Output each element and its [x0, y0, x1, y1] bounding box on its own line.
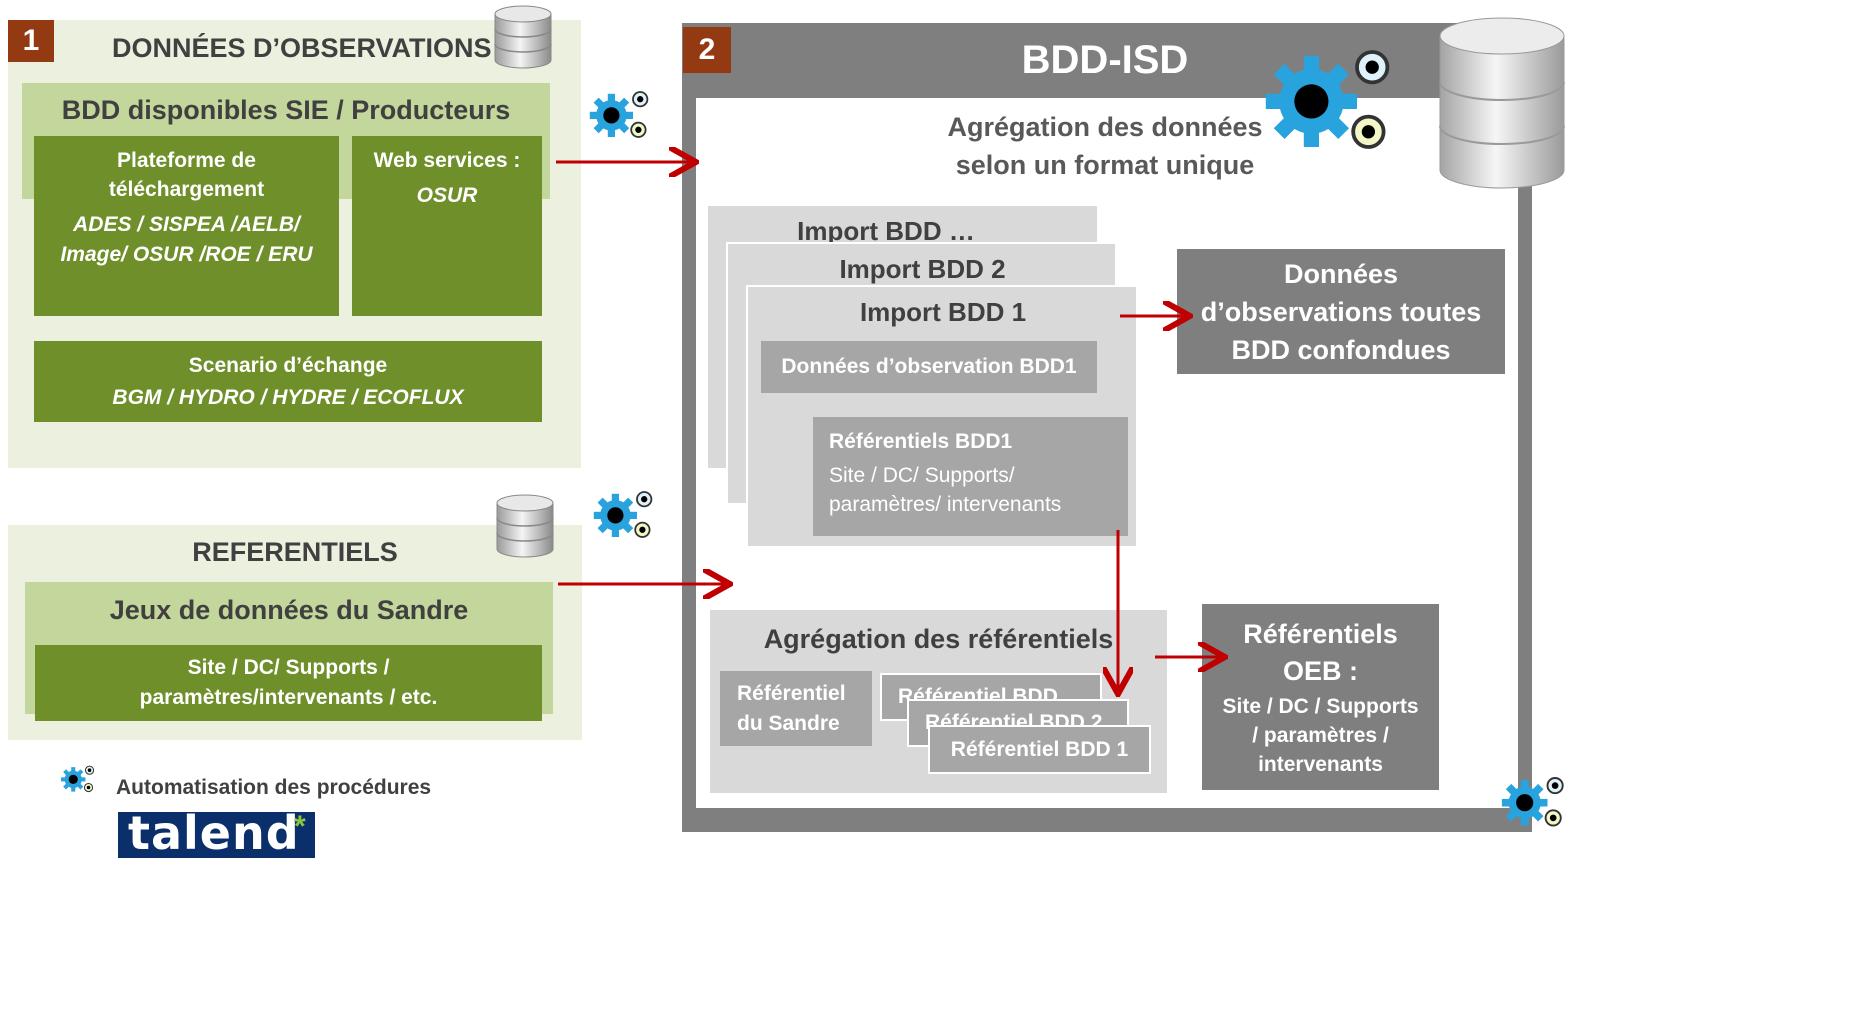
- gears-icon: [588, 91, 649, 138]
- oeb-referentials-output: Référentiels OEB : Site / DC / Supports …: [1202, 604, 1439, 790]
- web-services-box: Web services : OSUR: [352, 136, 542, 316]
- step-number-2: 2: [683, 27, 731, 73]
- referentials-aggregation-title: Agrégation des référentiels: [763, 623, 1114, 654]
- bdd-isd-title: BDD-ISD: [1021, 37, 1189, 82]
- aggregation-subtitle: Agrégation des données selon un format u…: [900, 106, 1310, 186]
- scenario-value: BGM / HYDRO / HYDRE / ECOFLUX: [112, 385, 464, 409]
- platform-title-line1: Plateforme de: [117, 149, 256, 172]
- referentiels-title: REFERENTIELS: [192, 536, 398, 567]
- web-services-title: Web services :: [373, 149, 521, 172]
- sandre-referential-line2: du Sandre: [737, 711, 840, 735]
- import-card-back-label: Import BDD …: [797, 215, 975, 246]
- aggregation-subtitle-line2: selon un format unique: [955, 150, 1255, 180]
- talend-logo-text: talend: [128, 812, 300, 858]
- sandre-referential: Référentiel du Sandre: [720, 671, 872, 746]
- step-number-1: 1: [8, 20, 54, 62]
- all-observations-line2: d’observations toutes: [1200, 296, 1482, 327]
- all-observations-line3: BDD confondues: [1231, 334, 1451, 365]
- platform-list-line1: ADES / SISPEA /AELB/: [73, 213, 300, 236]
- referentials-bdd1-line2: paramètres/ intervenants: [829, 493, 1062, 516]
- sandre-content-box: Site / DC/ Supports / paramètres/interve…: [35, 645, 542, 721]
- database-icon: [1439, 17, 1565, 189]
- sandre-content-line2: paramètres/intervenants / etc.: [139, 686, 438, 709]
- download-platform-box: Plateforme de téléchargement ADES / SISP…: [34, 136, 339, 316]
- referential-card-front: Référentiel BDD 1: [928, 725, 1151, 774]
- oeb-referentials-line1: Référentiels: [1243, 618, 1398, 649]
- producers-subheader: BDD disponibles SIE / Producteurs: [61, 94, 511, 125]
- platform-title-line2: téléchargement: [108, 178, 265, 201]
- talend-logo: talend *: [118, 812, 315, 858]
- talend-logo-mark: *: [294, 812, 306, 843]
- gears-icon: [592, 491, 653, 538]
- sandre-referential-line1: Référentiel: [737, 681, 846, 705]
- aggregation-subtitle-line1: Agrégation des données: [947, 112, 1263, 142]
- sandre-content-line1: Site / DC/ Supports /: [187, 656, 390, 679]
- all-observations-line1: Données: [1283, 258, 1399, 289]
- database-icon: [494, 5, 552, 69]
- database-icon: [496, 494, 554, 558]
- oeb-referentials-line5: intervenants: [1258, 752, 1383, 776]
- oeb-referentials-line4: / paramètres /: [1252, 723, 1389, 747]
- gears-icon: [60, 765, 95, 793]
- all-observations-output: Données d’observations toutes BDD confon…: [1177, 249, 1505, 374]
- import-card-mid-label: Import BDD 2: [839, 253, 1006, 284]
- import-card-front-label: Import BDD 1: [859, 296, 1027, 327]
- oeb-referentials-line2: OEB :: [1282, 655, 1358, 686]
- automation-label: Automatisation des procédures: [116, 776, 432, 799]
- observation-data-bdd1: Données d’observation BDD1: [761, 341, 1097, 393]
- referentials-bdd1-box: Référentiels BDD1 Site / DC/ Supports/ p…: [813, 417, 1128, 536]
- referentials-bdd1-line1: Site / DC/ Supports/: [829, 464, 1015, 487]
- referential-card-front-label: Référentiel BDD 1: [950, 737, 1129, 761]
- oeb-referentials-line3: Site / DC / Supports: [1222, 694, 1419, 718]
- observations-title: DONNÉES D’OBSERVATIONS: [112, 33, 492, 63]
- scenario-title: Scenario d’échange: [188, 353, 388, 377]
- referentials-bdd1-title: Référentiels BDD1: [829, 430, 1013, 453]
- platform-list-line2: Image/ OSUR /ROE / ERU: [60, 243, 313, 266]
- exchange-scenario-box: Scenario d’échange BGM / HYDRO / HYDRE /…: [34, 341, 542, 422]
- sandre-subheader: Jeux de données du Sandre: [109, 594, 469, 625]
- web-services-value: OSUR: [416, 184, 478, 207]
